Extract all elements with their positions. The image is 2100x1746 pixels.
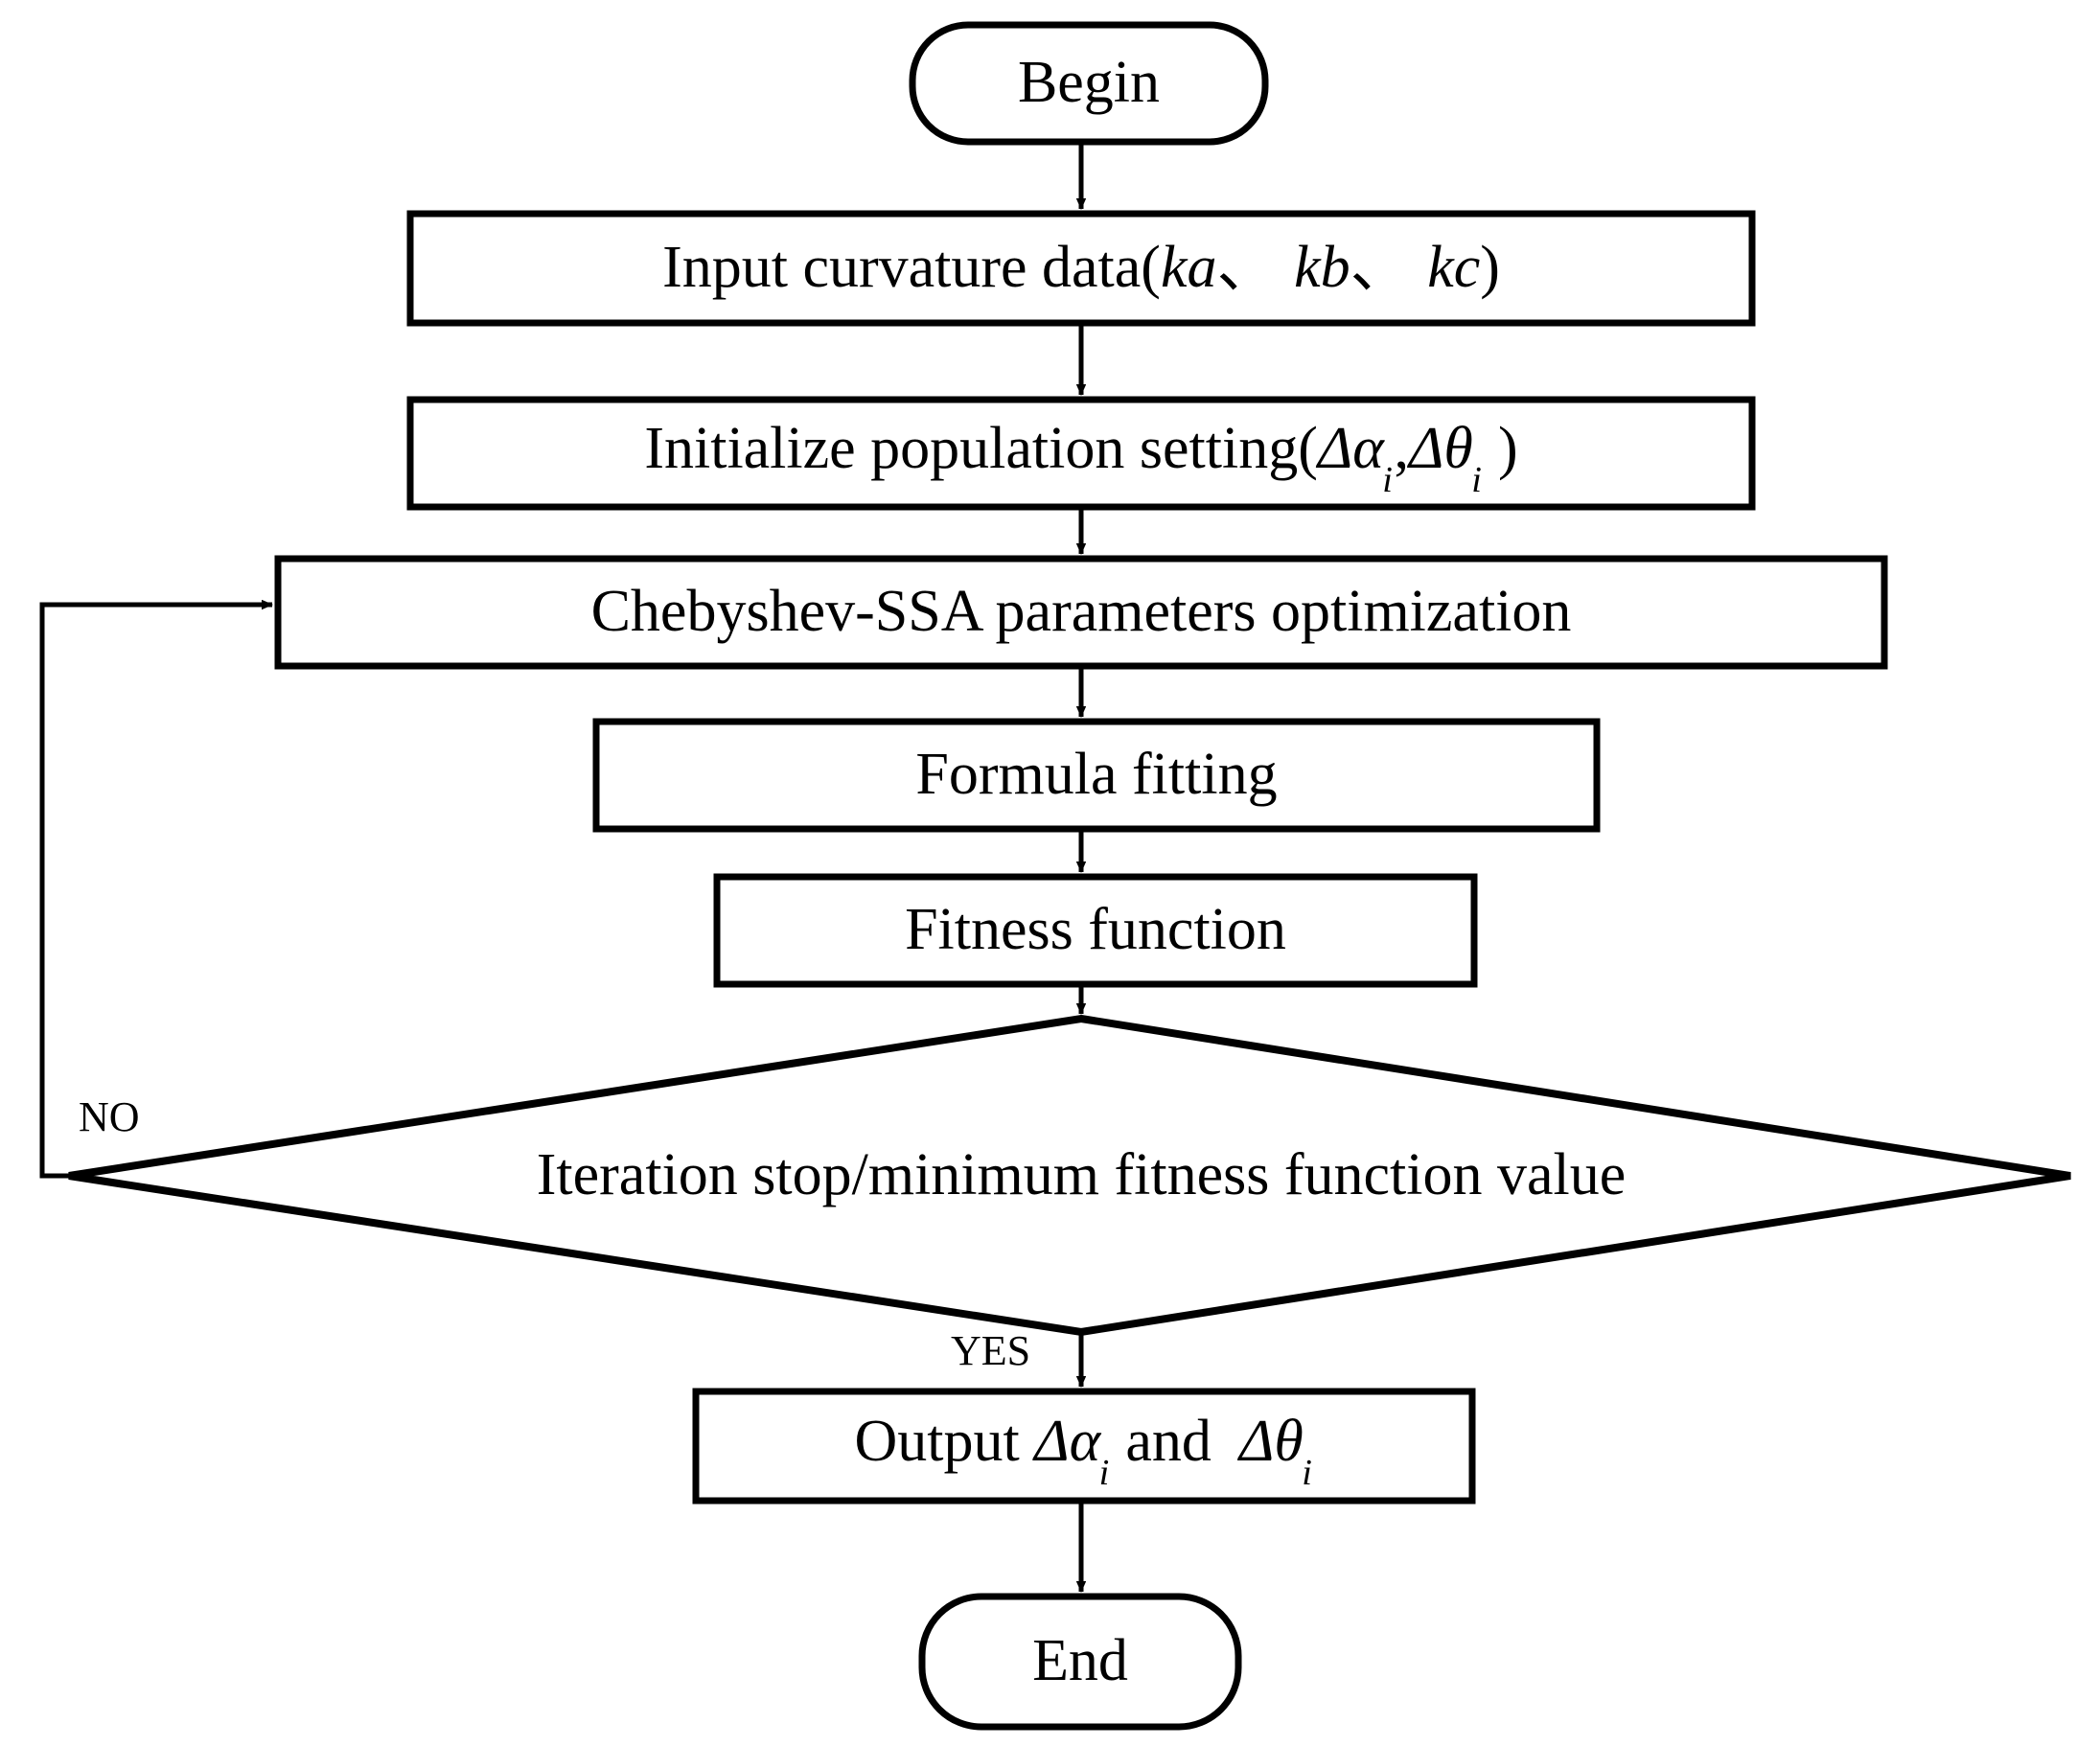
edge-decision-no-to-optimize (39, 599, 273, 1179)
edge-label-yes: YES (951, 1327, 1031, 1374)
node-output-shape[interactable] (692, 1388, 1476, 1505)
node-optimize-shape[interactable] (274, 555, 1888, 670)
node-fitting-shape[interactable] (592, 718, 1601, 833)
node-input-shape[interactable] (406, 210, 1756, 327)
node-decision-shape[interactable] (68, 1014, 2071, 1337)
edge-label-no: NO (79, 1093, 140, 1140)
node-end-shape[interactable] (918, 1593, 1242, 1731)
node-fitness-shape[interactable] (713, 873, 1478, 988)
node-initialize-shape[interactable] (406, 396, 1756, 511)
node-begin-shape[interactable] (909, 21, 1269, 146)
